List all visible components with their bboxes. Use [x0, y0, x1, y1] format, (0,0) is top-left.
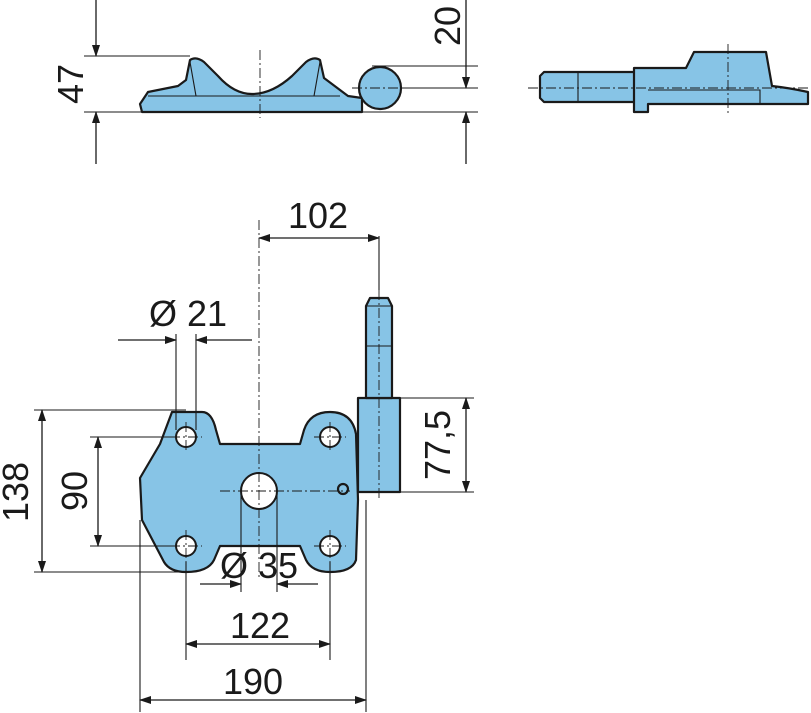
dim-label-35: Ø 35: [220, 545, 298, 586]
ext-lines-21: [175, 334, 197, 430]
end-view-center-lines: [528, 44, 808, 116]
dim-label-138: 138: [0, 462, 36, 522]
ext-lines-190: [139, 500, 367, 712]
end-view-edges: [577, 72, 761, 104]
dim-label-90: 90: [54, 471, 95, 511]
plate-side-profile: [138, 57, 364, 114]
dim-label-190: 190: [223, 661, 283, 702]
ext-lines-35: [240, 491, 278, 592]
grease-nipple: [336, 482, 350, 496]
hinge-block-side: [632, 50, 810, 114]
dim-label-122: 122: [230, 605, 290, 646]
end-view: [528, 44, 810, 116]
profile-center-lines: [259, 50, 410, 118]
dim-label-77-5: 77,5: [417, 410, 458, 480]
side-profile-view: 47 20: [50, 0, 478, 164]
plan-view: 102 Ø 21 138 90 77,5 Ø 35 122 190: [0, 195, 474, 712]
dim-label-20: 20: [427, 6, 468, 46]
ext-lines-138: [34, 409, 186, 573]
dim-label-47: 47: [50, 64, 91, 104]
dim-label-21: Ø 21: [149, 293, 227, 334]
ext-lines-77-5: [400, 397, 474, 493]
plan-center-lines: [170, 220, 380, 580]
dim-label-102: 102: [288, 195, 348, 236]
profile-edge-lines: [148, 61, 340, 97]
pin-shaft-side: [538, 70, 638, 104]
ext-lines-90: [90, 436, 176, 547]
